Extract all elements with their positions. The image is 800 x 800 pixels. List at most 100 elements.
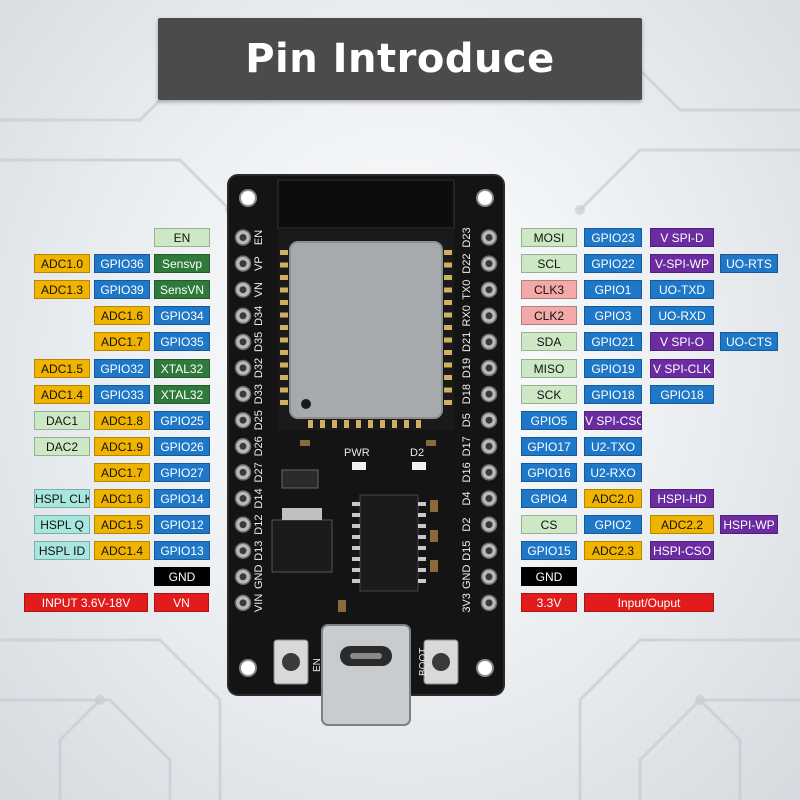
chip-legs [352,502,426,583]
header-pin-hole [485,234,493,241]
pin-label-v-spi-d: V SPI-D [650,228,714,247]
module-pad [444,387,452,393]
silk-label-d26: D26 [253,436,265,456]
pin-label-gpio35: GPIO35 [154,332,210,352]
silk-label-d23: D23 [461,227,473,247]
silk-label-d27: D27 [253,462,265,482]
header-pin-hole [485,599,493,607]
pin-label-gpio39: GPIO39 [94,280,150,300]
chip-leg [352,513,360,517]
pin-label-adc1-5: ADC1.5 [94,515,150,535]
usb-uart-chip [359,494,419,592]
silk-label-d18: D18 [461,384,473,404]
pin-label-u2-rxo: U2-RXO [584,462,642,482]
module-pad [308,420,313,428]
pin-label-hspl-q: HSPL Q [34,515,90,535]
silk-label-d15: D15 [461,541,473,561]
pin-label-gpio18: GPIO18 [650,384,714,404]
wifi-module-shield [289,241,443,419]
silk-label-d35: D35 [253,332,265,352]
header-pin-hole [485,521,493,529]
silk-label-vn: VN [253,282,265,297]
pin-label-adc1-7: ADC1.7 [94,462,150,482]
pin-label-gpio14: GPIO14 [154,489,210,508]
pin-label-gpio21: GPIO21 [584,332,642,352]
en-button-label: EN [312,658,323,672]
pin-label-gpio18: GPIO18 [584,384,642,404]
module-pad [444,325,452,330]
boot-button-cap[interactable] [432,653,450,671]
pin-label-v-spi-wp: V-SPI-WP [650,254,714,274]
en-button-cap[interactable] [282,653,300,671]
title-banner: Pin Introduce [158,18,642,100]
pin-label-gnd: GND [154,567,210,587]
module-pad [280,300,288,305]
pin-label-gpio4: GPIO4 [521,489,577,508]
silk-label-d12: D12 [253,515,265,535]
left-header-pins [234,229,252,612]
pwr-led [352,462,366,470]
pin-label-gnd: GND [521,567,577,587]
pin-label-gpio17: GPIO17 [521,436,577,456]
header-pin-hole [485,442,493,450]
pin-label-gpio13: GPIO13 [154,541,210,561]
header-pin-hole [485,338,493,346]
pin-label-sensvn: SensVN [154,280,210,300]
pin-label-hspi-wp: HSPI-WP [720,515,778,535]
pin-label-scl: SCL [521,254,577,274]
chip-leg [352,502,360,506]
silk-label-vin: VIN [253,594,265,612]
header-pin-hole [239,495,247,502]
chip-leg [352,546,360,550]
module-pad [392,420,397,428]
pin-label-mosi: MOSI [521,228,577,247]
header-pin-hole [485,260,493,268]
silk-label-d16: D16 [461,462,473,482]
header-pin-hole [239,599,247,607]
silk-label-tx0: TX0 [461,280,473,300]
pin-label-gpio16: GPIO16 [521,462,577,482]
module-pad [380,420,385,428]
pin-label-gpio5: GPIO5 [521,410,577,430]
module-pad [280,287,288,293]
module-pad [444,275,452,280]
pin-label-gpio19: GPIO19 [584,358,642,378]
pin-label-hspl-id: HSPL ID [34,541,90,561]
boot-button-label: BOOT [418,648,429,676]
page-title: Pin Introduce [245,36,555,82]
pin-label-en: EN [154,228,210,247]
header-pin-hole [239,390,247,398]
silk-label-d19: D19 [461,358,473,378]
pin-label-gpio36: GPIO36 [94,254,150,274]
module-pad [280,275,288,280]
module-pad [444,375,452,380]
silk-label-d22: D22 [461,254,473,274]
module-dot [301,399,311,409]
chip-leg [418,546,426,550]
module-pad [280,375,288,380]
pin-label-gpio3: GPIO3 [584,306,642,326]
module-pad [444,250,452,255]
voltage-regulator [271,519,333,573]
silk-label-d32: D32 [253,358,265,378]
pin-label-sda: SDA [521,332,577,352]
pin-label-adc2-2: ADC2.2 [650,515,714,535]
pin-label-hspi-hd: HSPI-HD [650,489,714,508]
pin-label-clk2: CLK2 [521,306,577,326]
header-pin-hole [239,573,247,581]
silk-label-rx0: RX0 [461,305,473,326]
pin-label-v-spi-clk: V SPI-CLK [650,358,714,378]
pin-label-v-spi-o: V SPI-O [650,332,714,352]
pin-label-uo-rxd: UO-RXD [650,306,714,326]
silk-label-d25: D25 [253,410,265,430]
chip-leg [418,535,426,539]
chip-leg [352,524,360,528]
pin-label-xtal32: XTAL32 [154,358,210,378]
module-pad [444,337,452,343]
module-pad [280,362,288,368]
silk-label-gnd: GND [253,565,265,590]
pin-label-adc2-0: ADC2.0 [584,489,642,508]
silk-label-gnd: GND [461,565,473,590]
module-pad [368,420,373,428]
